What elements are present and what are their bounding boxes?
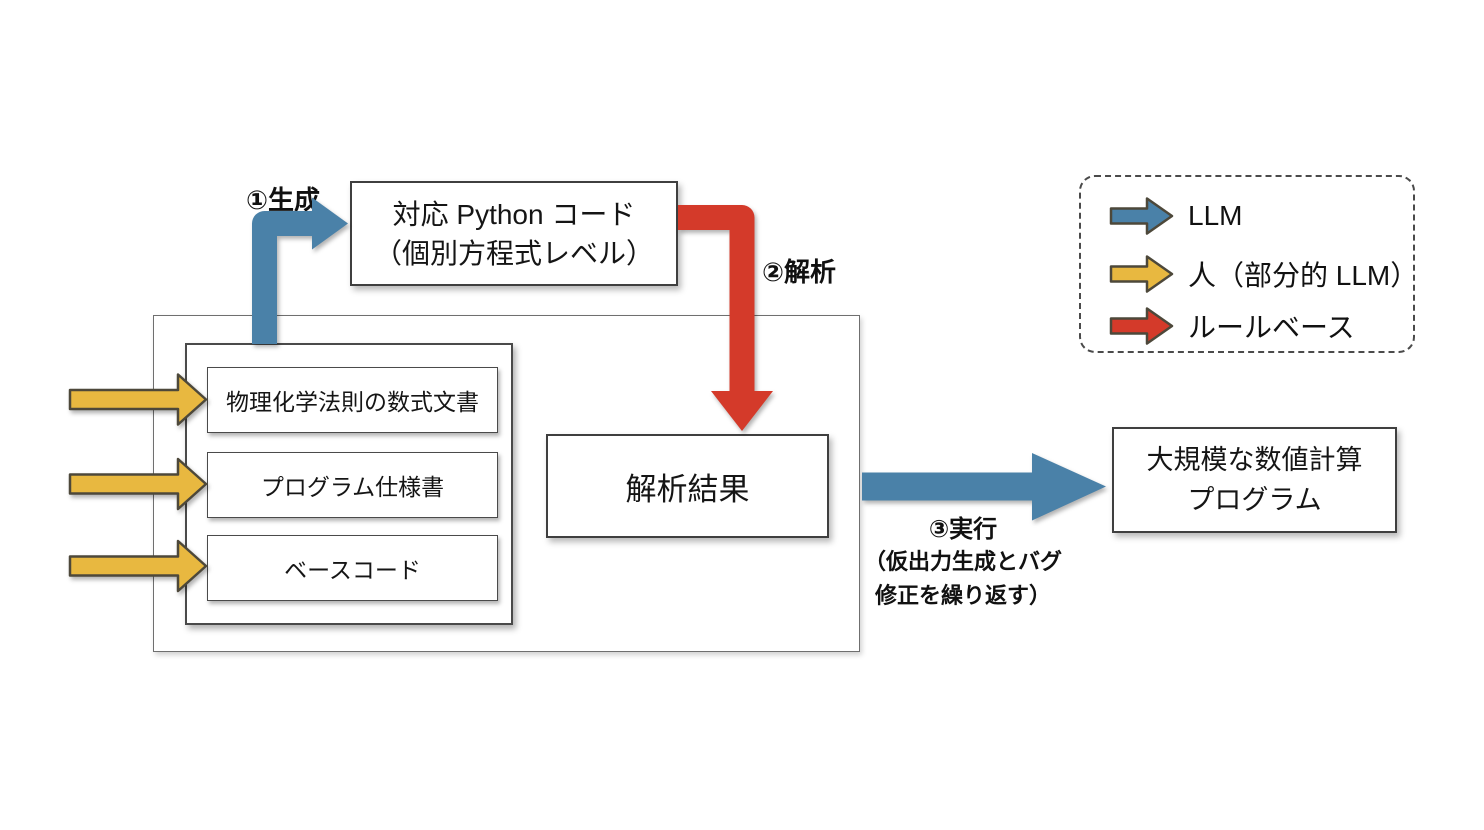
rule-arrow-icon-shape bbox=[1109, 307, 1174, 345]
final-program-line2: プログラム bbox=[1187, 485, 1322, 515]
legend-label-rule: ルールベース bbox=[1188, 312, 1355, 343]
legend-row-rule: ルールベース bbox=[1109, 306, 1355, 346]
human-arrow-icon-shape bbox=[1109, 255, 1174, 293]
legend-row-human: 人（部分的 LLM） bbox=[1109, 254, 1418, 294]
legend-box: LLM 人（部分的 LLM） ルールベース bbox=[1079, 175, 1418, 353]
input-box-program-spec: プログラム仕様書 bbox=[207, 452, 498, 518]
input-box-base-code: ベースコード bbox=[207, 535, 498, 601]
input-box-physics-docs: 物理化学法則の数式文書 bbox=[207, 367, 498, 433]
step3-note-line1: （仮出力生成とバグ bbox=[863, 549, 1062, 574]
final-program-box: 大規模な数値計算 プログラム bbox=[1112, 427, 1397, 533]
final-program-line1: 大規模な数値計算 bbox=[1146, 445, 1363, 475]
llm-execute-arrow-shape bbox=[862, 453, 1106, 521]
legend-label-llm: LLM bbox=[1188, 200, 1243, 231]
analysis-result-label: 解析結果 bbox=[625, 471, 750, 507]
human-arrow-icon bbox=[1109, 255, 1174, 293]
step3-note-line2: 修正を繰り返す） bbox=[874, 583, 1051, 608]
analysis-result-box: 解析結果 bbox=[546, 434, 829, 538]
python-code-line1: 対応 Python コード bbox=[392, 198, 636, 230]
step3-execute-label: ③実行 bbox=[928, 516, 998, 543]
llm-execute-arrow bbox=[862, 453, 1106, 521]
step3-caption: ③実行 （仮出力生成とバグ 修正を繰り返す） bbox=[838, 514, 1088, 613]
rule-arrow-icon bbox=[1109, 307, 1174, 345]
step2-parse-label: ②解析 bbox=[762, 257, 837, 287]
llm-arrow-icon-shape bbox=[1109, 197, 1174, 235]
step1-generate-label: ①生成 bbox=[246, 185, 321, 215]
llm-arrow-icon bbox=[1109, 197, 1174, 235]
legend-row-llm: LLM bbox=[1109, 196, 1242, 236]
python-code-line2: （個別方程式レベル） bbox=[373, 237, 654, 269]
input-group-box: 物理化学法則の数式文書 プログラム仕様書 ベースコード bbox=[185, 343, 513, 625]
pipeline-container: 物理化学法則の数式文書 プログラム仕様書 ベースコード 解析結果 bbox=[153, 315, 860, 652]
python-code-box: 対応 Python コード （個別方程式レベル） bbox=[350, 181, 678, 286]
legend-label-human: 人（部分的 LLM） bbox=[1188, 260, 1419, 291]
